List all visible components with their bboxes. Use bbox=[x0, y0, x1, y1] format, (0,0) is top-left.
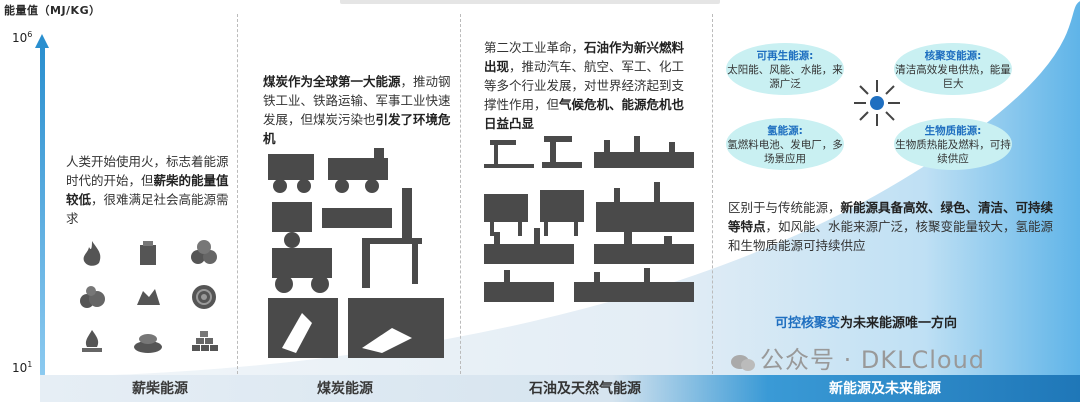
logs-icon bbox=[186, 238, 222, 268]
era-divider bbox=[460, 14, 461, 374]
oil-industry-illustrations bbox=[484, 136, 694, 302]
era-label-wood: 薪柴能源 bbox=[132, 381, 188, 397]
fire-icon bbox=[74, 238, 110, 268]
y-axis-arrow-icon bbox=[35, 34, 49, 48]
log-ring-icon bbox=[186, 282, 222, 312]
era-label-new: 新能源及未来能源 bbox=[829, 381, 941, 397]
bubble-biomass: 生物质能源:生物质热能及燃料，可持续供应 bbox=[894, 118, 1012, 170]
coal-lumps-icon bbox=[74, 282, 110, 312]
brick-stack-icon bbox=[186, 326, 222, 356]
cropped-title bbox=[340, 0, 720, 4]
era-divider bbox=[237, 14, 238, 374]
era-label-coal: 煤炭能源 bbox=[317, 381, 373, 397]
y-axis-label: 能量值（MJ/KG） bbox=[4, 4, 101, 17]
wood-icons bbox=[74, 238, 222, 356]
coal-description: 煤炭作为全球第一大能源，推动钢铁工业、铁路运输、军事工业快速发展，但煤炭污染也引… bbox=[263, 74, 451, 146]
wechat-icon bbox=[730, 351, 756, 371]
energy-core-icon bbox=[854, 80, 900, 126]
bubble-fusion: 核聚变能源:清洁高效发电供热，能量巨大 bbox=[894, 43, 1012, 95]
new-energy-description: 区别于与传统能源，新能源具备高效、绿色、清洁、可持续等特点，如风能、水能来源广泛… bbox=[728, 200, 1054, 253]
y-axis bbox=[40, 46, 45, 376]
fuel-bag-icon bbox=[130, 238, 166, 268]
y-tick-top: 106 bbox=[12, 30, 33, 45]
era-bar bbox=[40, 375, 1080, 402]
bubble-renewable: 可再生能源:太阳能、风能、水能，来源广泛 bbox=[726, 43, 844, 95]
oil-description: 第二次工业革命，石油作为新兴燃料出现，推动汽车、航空、军工、化工等多个行业发展，… bbox=[484, 40, 685, 131]
bubble-hydrogen: 氢能源:氢燃料电池、发电厂，多场景应用 bbox=[726, 118, 844, 170]
y-tick-bottom: 101 bbox=[12, 360, 33, 375]
era-divider bbox=[712, 14, 713, 374]
future-direction: 可控核聚变为未来能源唯一方向 bbox=[775, 316, 958, 331]
wood-description: 人类开始使用火，标志着能源时代的开始，但薪柴的能量值较低，很难满足社会高能源需求 bbox=[66, 154, 229, 226]
watermark: 公众号 · DKLCloud bbox=[730, 340, 985, 375]
campfire-icon bbox=[74, 326, 110, 356]
coal-industry-illustrations bbox=[268, 148, 444, 358]
charcoal-icon bbox=[130, 282, 166, 312]
wood-pile-icon bbox=[130, 326, 166, 356]
era-label-oil: 石油及天然气能源 bbox=[529, 381, 641, 397]
